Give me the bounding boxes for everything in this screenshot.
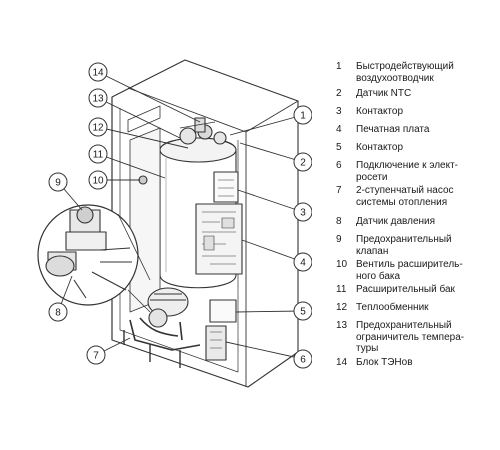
svg-text:13: 13 bbox=[92, 94, 104, 105]
legend-number: 1 bbox=[336, 61, 342, 72]
svg-text:6: 6 bbox=[300, 355, 306, 366]
detail-valve-assembly bbox=[45, 206, 132, 299]
svg-text:10: 10 bbox=[92, 176, 104, 187]
legend-text: Теплообменник bbox=[356, 302, 429, 313]
callout-3: 3 bbox=[293, 202, 312, 222]
svg-text:3: 3 bbox=[300, 208, 306, 219]
callout-2: 2 bbox=[293, 152, 312, 172]
svg-text:5: 5 bbox=[300, 307, 306, 318]
circuit-board bbox=[195, 203, 243, 275]
legend-text: Расширительный бак bbox=[356, 284, 455, 295]
callout-13: 13 bbox=[88, 88, 108, 108]
leader-lines bbox=[57, 71, 304, 360]
legend-text: Предохранительный ограничитель темпера- … bbox=[356, 320, 465, 354]
heating-element-block bbox=[179, 117, 227, 145]
callout-5: 5 bbox=[293, 301, 312, 321]
callout-8: 8 bbox=[48, 302, 68, 322]
legend-text: 2-ступенчатый насос системы отопления bbox=[356, 185, 454, 208]
contactor-upper bbox=[213, 171, 239, 203]
legend-number: 14 bbox=[336, 357, 348, 368]
svg-text:14: 14 bbox=[92, 68, 104, 79]
detail-link-lines bbox=[117, 213, 151, 313]
legend-text: Подключение к элект- росети bbox=[356, 160, 459, 183]
svg-text:11: 11 bbox=[93, 150, 104, 161]
legend-text: Датчик NTC bbox=[356, 88, 412, 99]
svg-text:9: 9 bbox=[55, 178, 61, 189]
mounting-bracket bbox=[127, 105, 161, 133]
callout-12: 12 bbox=[88, 117, 108, 137]
callout-14: 14 bbox=[88, 62, 108, 82]
housing-side-panel bbox=[127, 87, 299, 387]
svg-text:2: 2 bbox=[300, 158, 306, 169]
legend-number: 5 bbox=[336, 142, 342, 153]
power-connection bbox=[205, 325, 227, 361]
callout-11: 11 bbox=[88, 144, 108, 164]
legend-text: Быстродействующий воздухоотводчик bbox=[356, 61, 454, 84]
svg-text:8: 8 bbox=[55, 308, 61, 319]
legend-text: Вентиль расширитель- ного бака bbox=[356, 259, 463, 282]
callout-9: 9 bbox=[48, 172, 68, 192]
legend-text: Датчик давления bbox=[356, 216, 436, 227]
legend-number: 6 bbox=[336, 160, 342, 171]
callout-6: 6 bbox=[293, 349, 312, 369]
callout-4: 4 bbox=[293, 252, 312, 272]
svg-text:7: 7 bbox=[93, 351, 99, 362]
legend-number: 13 bbox=[336, 320, 348, 331]
legend-number: 9 bbox=[336, 234, 342, 245]
contactor-lower bbox=[209, 299, 237, 323]
legend-number: 4 bbox=[336, 124, 342, 135]
legend-number: 10 bbox=[336, 259, 348, 270]
legend-text: Предохранительный клапан bbox=[356, 234, 452, 257]
legend-text: Контактор bbox=[356, 106, 404, 117]
legend-number: 8 bbox=[336, 216, 342, 227]
svg-text:12: 12 bbox=[92, 123, 104, 134]
pump bbox=[147, 287, 189, 328]
expansion-tank bbox=[129, 127, 161, 313]
legend-text: Контактор bbox=[356, 142, 404, 153]
callout-10: 10 bbox=[88, 170, 108, 190]
legend-number: 11 bbox=[336, 284, 347, 295]
legend-number: 2 bbox=[336, 88, 342, 99]
svg-text:1: 1 bbox=[300, 111, 306, 122]
pipework bbox=[129, 317, 201, 351]
legend-text: Блок ТЭНов bbox=[356, 357, 413, 368]
svg-text:4: 4 bbox=[300, 258, 306, 269]
callout-7: 7 bbox=[86, 345, 106, 365]
legend-number: 3 bbox=[336, 106, 342, 117]
legend-number: 12 bbox=[336, 302, 348, 313]
expansion-valve bbox=[138, 175, 148, 185]
legend-text: Печатная плата bbox=[356, 124, 430, 135]
legend-number: 7 bbox=[336, 185, 342, 196]
boiler-diagram: 1 2 3 4 5 6 7 8 9 10 11 12 bbox=[37, 59, 312, 388]
callout-1: 1 bbox=[293, 105, 312, 125]
